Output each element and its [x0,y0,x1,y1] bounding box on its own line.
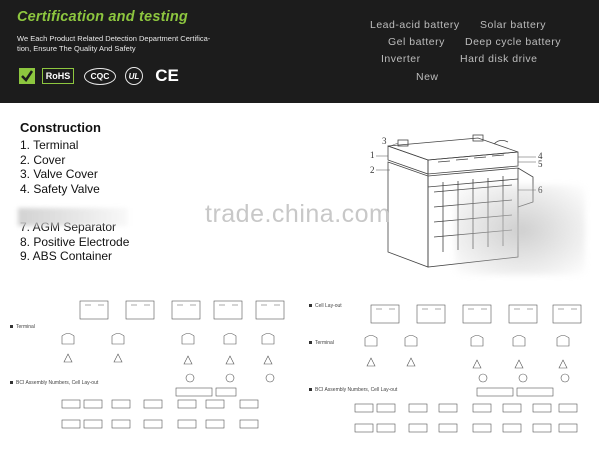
nav-hard-disk-drive[interactable]: Hard disk drive [460,53,538,65]
cqc-badge: CQC [81,66,119,86]
callout-label: 5 [538,159,543,169]
terminal-label: Terminal [315,340,334,346]
header-banner: Certification and testing We Each Produc… [0,0,599,103]
callout-label: 4 [538,151,543,161]
rohs-badge: RoHS [39,66,77,86]
cqc-label: CQC [84,67,116,85]
certification-subtitle: We Each Product Related Detection Depart… [17,34,247,54]
nav-new[interactable]: New [416,71,439,83]
layout-drawing-right [309,304,582,433]
watermark-text: trade.china.com [205,200,391,228]
construction-item: 4. Safety Valve [20,181,100,196]
ul-label: UL [125,67,143,85]
certification-subtitle-line1: We Each Product Related Detection Depart… [17,34,211,43]
ce-badge: CE [155,66,179,85]
nav-lead-acid-battery[interactable]: Lead-acid battery [370,19,460,31]
layout-panel-left: Terminal BCI Assembly Numbers, Cell Lay-… [0,288,298,446]
technical-drawings: Terminal BCI Assembly Numbers, Cell Lay-… [0,288,599,446]
construction-item: 8. Positive Electrode [20,234,130,249]
construction-item: 2. Cover [20,152,66,167]
callout-label: 3 [382,136,387,146]
nav-gel-battery[interactable]: Gel battery [388,36,445,48]
certification-subtitle-line2: tion, Ensure The Quality And Safety [17,44,136,53]
layout-drawing-left [10,300,285,429]
construction-item: 3. Valve Cover [20,167,98,181]
certification-title: Certification and testing [17,9,188,25]
bci-assembly-label: BCI Assembly Numbers, Cell Lay-out [16,380,99,386]
nav-inverter[interactable]: Inverter [381,53,421,65]
construction-item: 1. Terminal [20,138,79,152]
rohs-label: RoHS [41,68,75,84]
nav-deep-cycle-battery[interactable]: Deep cycle battery [465,36,561,48]
callout-label: 2 [370,165,375,175]
bci-assembly-label: BCI Assembly Numbers, Cell Lay-out [315,387,398,393]
construction-title: Construction [20,120,101,135]
layout-panel-right: Cell Lay-out Terminal BCI Assembly Numbe… [301,288,599,446]
cell-layout-label: Cell Lay-out [315,303,342,309]
check-mark-icon [17,66,37,86]
callout-label: 1 [370,150,375,160]
ul-badge: UL [123,66,145,86]
terminal-label: Terminal [16,324,35,330]
construction-section: Construction 1. Terminal 2. Cover 3. Val… [20,120,129,264]
blurred-diagram-area [455,185,585,275]
construction-item: 9. ABS Container [20,249,113,263]
blurred-text-band [18,208,128,226]
nav-solar-battery[interactable]: Solar battery [480,19,547,31]
